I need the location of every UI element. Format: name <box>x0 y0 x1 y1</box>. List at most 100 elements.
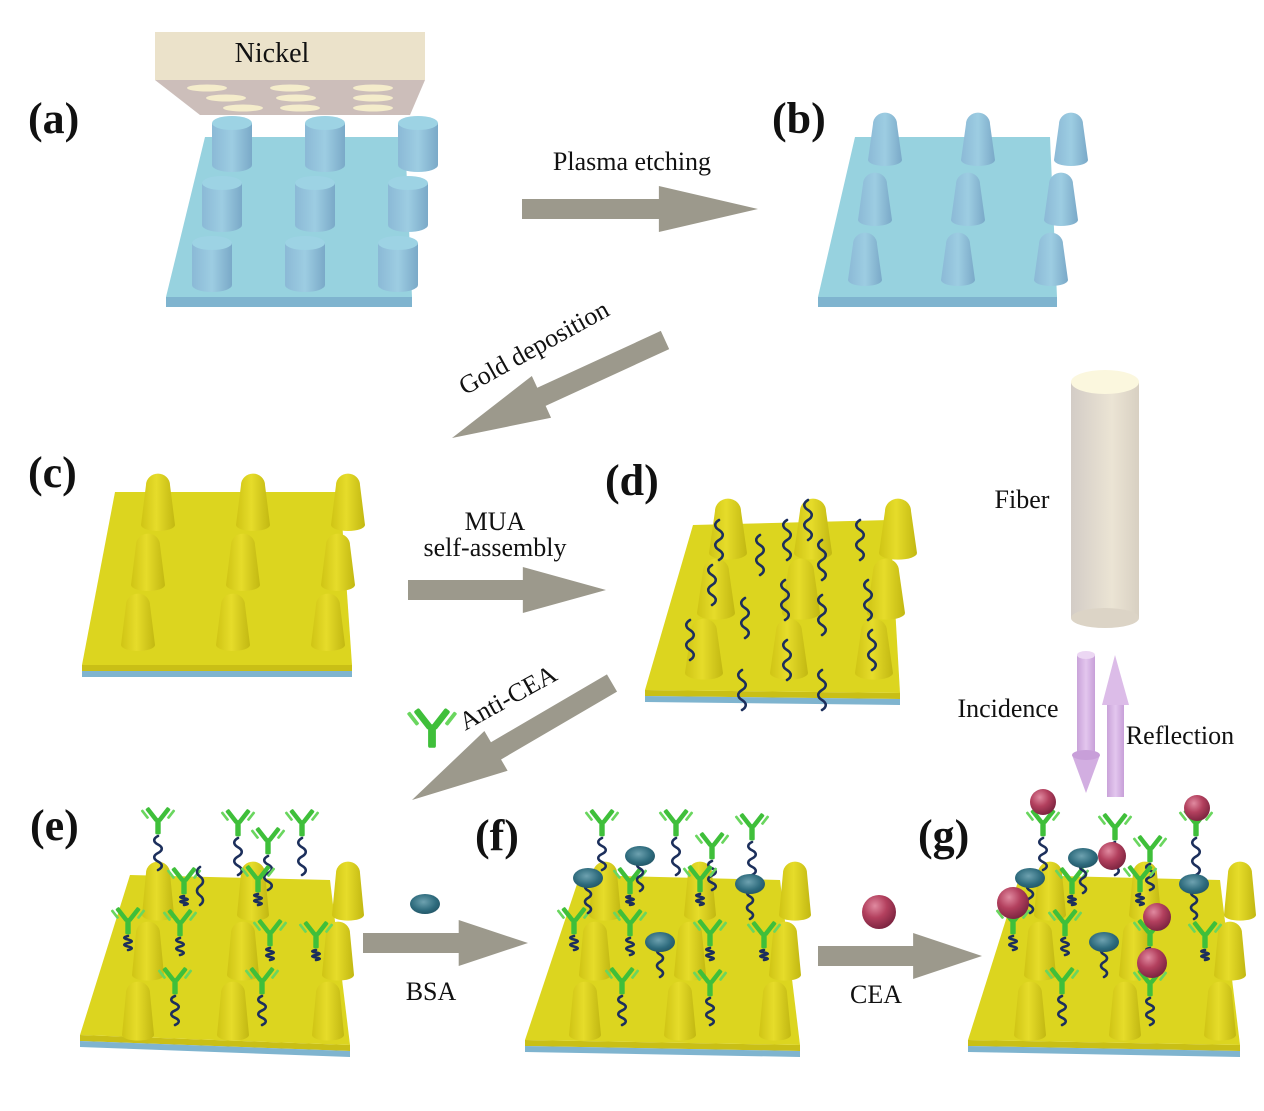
cea-antigen <box>1098 842 1126 870</box>
mua-chain <box>624 936 636 957</box>
pillar <box>121 593 155 651</box>
pillar <box>226 533 260 591</box>
mua-chain <box>670 836 682 877</box>
mua-chain <box>816 668 828 712</box>
bsa-molecule <box>573 868 603 888</box>
pillar <box>879 498 917 560</box>
pillar <box>770 618 808 680</box>
pillar <box>759 981 791 1041</box>
fiber-end-face <box>1071 370 1139 394</box>
pillar <box>848 232 882 286</box>
mua-chain <box>854 518 866 562</box>
substrate-edge <box>968 1040 1240 1051</box>
mua-chain <box>746 840 758 877</box>
mold-hole <box>280 104 320 112</box>
pillar <box>961 112 995 166</box>
mua-chain <box>736 668 748 712</box>
antibody <box>284 809 320 837</box>
optical-fiber <box>1071 370 1139 628</box>
nickel-top <box>155 32 425 80</box>
mua-chain <box>1134 892 1146 907</box>
pillar <box>779 861 811 921</box>
pillar <box>794 498 832 560</box>
mua-chain <box>152 834 164 872</box>
fiber-label: Fiber <box>995 485 1050 514</box>
pillar <box>142 861 174 921</box>
panel-label-a: (a) <box>28 94 79 143</box>
mua-chain <box>655 945 665 979</box>
pillar-top <box>305 116 345 130</box>
pillar-top <box>388 176 428 190</box>
pillar <box>674 921 706 981</box>
step-label-plasma-etching: Plasma etching <box>553 147 711 176</box>
pillar <box>858 172 892 226</box>
substrate-edge <box>818 297 1057 307</box>
antibody <box>682 865 718 893</box>
panel-label-d: (d) <box>605 456 659 505</box>
pillar <box>709 498 747 560</box>
pillar <box>868 112 902 166</box>
mua-chain <box>706 563 718 607</box>
antibody <box>1132 835 1168 863</box>
antibody <box>556 907 592 935</box>
mua-chain <box>1025 881 1035 915</box>
antibody <box>658 809 694 837</box>
cea-antigen <box>1184 795 1210 821</box>
incidence-arrow <box>1072 651 1100 793</box>
mua-chain <box>310 948 322 962</box>
mold-hole <box>223 104 263 112</box>
mold-hole <box>187 84 227 92</box>
mua-chain <box>256 994 268 1027</box>
pillar <box>1044 172 1078 226</box>
pillar <box>1224 861 1256 921</box>
pillar <box>321 533 355 591</box>
mua-chain <box>624 894 636 907</box>
pillar <box>216 593 250 651</box>
mold-hole <box>270 84 310 92</box>
panel-b-substrate <box>818 112 1088 307</box>
pillar <box>1014 981 1046 1041</box>
antibody <box>584 809 620 837</box>
pillar <box>664 981 696 1041</box>
mua-chain <box>713 518 725 562</box>
pillar <box>331 473 365 531</box>
antibody <box>252 919 288 947</box>
mua-chain <box>264 946 276 962</box>
step-label-mua: MUA <box>465 507 526 536</box>
pillar <box>141 473 175 531</box>
pillar <box>697 558 735 620</box>
step-label-bsa: BSA <box>406 977 457 1006</box>
nickel-label: Nickel <box>235 38 310 69</box>
mua-chain <box>704 996 716 1027</box>
nickel-mold <box>155 32 425 115</box>
antibody <box>162 909 198 937</box>
substrate-edge <box>525 1046 800 1057</box>
pillar <box>192 243 232 292</box>
antibody <box>692 919 728 947</box>
antibody <box>1044 967 1080 995</box>
arrow-plasma-etching <box>522 186 758 232</box>
bsa-molecule <box>1015 868 1045 888</box>
mua-chain <box>745 887 755 921</box>
pillar-top <box>192 236 232 250</box>
mua-chain <box>704 946 716 962</box>
antibody <box>694 832 730 860</box>
mua-chain <box>1190 836 1202 877</box>
cea-antigen <box>997 887 1029 919</box>
mua-chain <box>178 894 190 907</box>
bsa-molecule <box>735 874 765 894</box>
pillar <box>378 243 418 292</box>
pillar <box>388 183 428 232</box>
antibody <box>1187 921 1223 949</box>
pillar-top <box>295 176 335 190</box>
mold-hole <box>353 84 393 92</box>
incidence-label: Incidence <box>957 694 1058 723</box>
panel-label-g: (g) <box>918 811 969 860</box>
bsa-icon <box>410 894 440 914</box>
pillar <box>579 921 611 981</box>
pillar <box>285 243 325 292</box>
pillar-top <box>202 176 242 190</box>
substrate-edge <box>82 665 352 671</box>
mold-hole <box>276 94 316 102</box>
mold-hole <box>206 94 246 102</box>
